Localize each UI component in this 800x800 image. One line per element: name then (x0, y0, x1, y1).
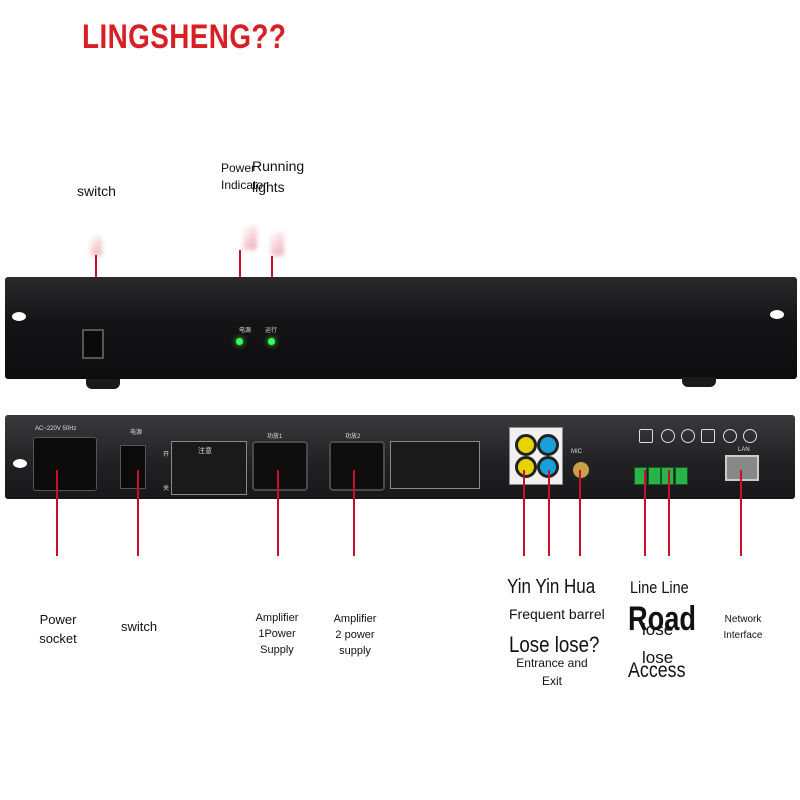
rear-switch-line (137, 470, 139, 556)
amp2-text: 功放2 (345, 434, 361, 440)
amp1-text: 功放1 (267, 434, 283, 440)
power-socket-label: Power socket (39, 612, 77, 646)
leader-fade (270, 232, 284, 256)
leader-fade (243, 226, 257, 250)
power-socket[interactable] (33, 437, 97, 491)
power-indicator-label: Power Indicator (221, 161, 268, 192)
network-line (740, 470, 742, 556)
power-led (236, 338, 243, 345)
audio-in-line (523, 470, 525, 556)
yin-label: Yin Yin Hua (507, 576, 596, 598)
rear-power-text: 电源 (130, 430, 143, 436)
amp1-outlet[interactable] (252, 441, 308, 491)
lan-text: LAN (738, 447, 750, 453)
mount-hole (770, 310, 784, 319)
rear-switch-label: switch (121, 619, 158, 634)
cert-icon (639, 429, 653, 443)
road-label: Road (628, 600, 696, 638)
warning-title: 注意 (198, 448, 212, 455)
amp2-outlet[interactable] (329, 441, 385, 491)
lose2-label: lose (642, 620, 674, 639)
front-panel: 电源 运行 (5, 277, 797, 379)
amp2-line (353, 470, 355, 556)
warning-panel: 注意 (171, 441, 247, 495)
line-in-line (644, 470, 646, 556)
rear-on-text: 开 (163, 452, 170, 458)
line-line-label: Line Line (630, 578, 689, 597)
audio-output-jack[interactable] (537, 434, 559, 456)
brand-logo: LINGSHENG?? (82, 18, 287, 56)
audio-out-line (548, 470, 550, 556)
audio-input-jack[interactable] (515, 456, 537, 478)
ce-icon (723, 429, 737, 443)
run-led (268, 338, 275, 345)
power-socket-line (56, 470, 58, 556)
amp1-label: Amplifier 1Power Supply (255, 612, 299, 656)
mic-jack[interactable] (570, 459, 592, 481)
front-switch-label: switch (77, 183, 116, 199)
cert-icon (681, 429, 695, 443)
line-terminal[interactable] (661, 467, 674, 485)
line-out-line (668, 470, 670, 556)
amp2-label: Amplifier 2 power supply (333, 613, 377, 657)
mic-text: MIC (571, 449, 582, 455)
network-label: Network Interface (723, 614, 763, 641)
audio-io-panel (509, 427, 563, 485)
access-label: Access (628, 659, 686, 682)
running-lights-label: Running lights (252, 158, 305, 195)
mount-hole (12, 312, 26, 321)
freq-label: Frequent barrel (509, 606, 605, 622)
rear-panel: AC~220V 50Hz 电源 开 关 注意 功放1 功放2 MIC LAN (5, 415, 795, 499)
line-terminal[interactable] (648, 467, 661, 485)
product-label-panel (390, 441, 480, 489)
front-power-switch[interactable] (82, 329, 104, 359)
device-foot (682, 377, 716, 387)
cert-icon (661, 429, 675, 443)
line-terminal[interactable] (634, 467, 647, 485)
front-power-text: 电源 (239, 328, 252, 334)
device-foot (86, 379, 120, 389)
entrance-label: Entrance and Exit (516, 656, 588, 688)
lose3-label: lose (642, 648, 674, 667)
line-terminal[interactable] (675, 467, 688, 485)
lan-port[interactable] (725, 455, 759, 481)
amp1-line (277, 470, 279, 556)
rear-off-text: 关 (163, 486, 170, 492)
ac-label: AC~220V 50Hz (35, 426, 77, 432)
rear-power-switch[interactable] (120, 445, 146, 489)
leader-fade (90, 236, 102, 256)
lose-label: Lose lose? (509, 632, 600, 657)
mount-hole (13, 459, 27, 468)
ccc-icon (743, 429, 757, 443)
front-run-text: 运行 (265, 328, 278, 334)
mic-line (579, 470, 581, 556)
audio-input-jack[interactable] (515, 434, 537, 456)
home-icon (701, 429, 715, 443)
